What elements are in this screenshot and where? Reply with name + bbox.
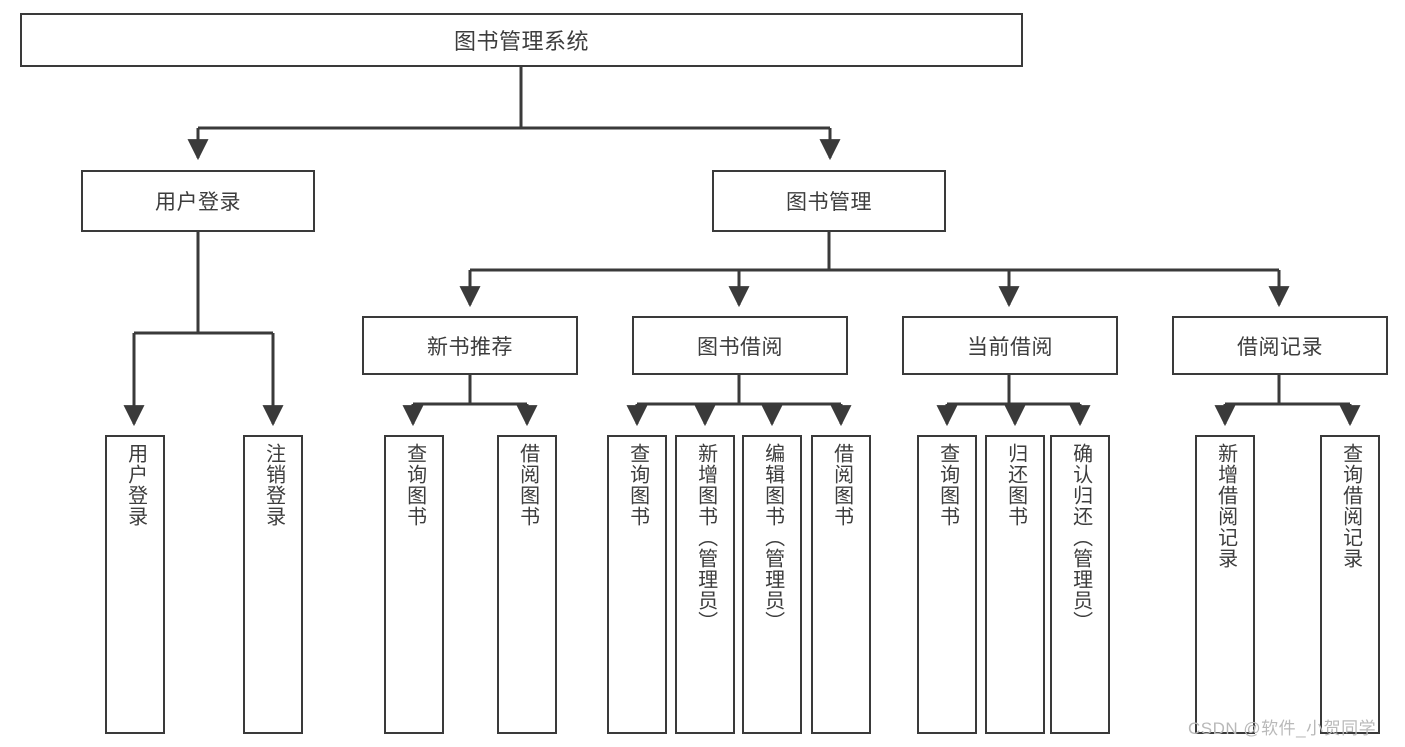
leaf-label: 查询图书	[403, 443, 426, 527]
leaf-confirm-return[interactable]: 确认归还（管理员）	[1050, 435, 1110, 734]
node-borrow-record[interactable]: 借阅记录	[1172, 316, 1388, 375]
leaf-query-record[interactable]: 查询借阅记录	[1320, 435, 1380, 734]
leaf-label: 查询图书	[626, 443, 649, 527]
node-label: 用户登录	[155, 191, 241, 214]
leaf-query-book-1[interactable]: 查询图书	[384, 435, 444, 734]
leaf-label: 借阅图书	[830, 443, 853, 527]
leaf-add-book[interactable]: 新增图书（管理员）	[675, 435, 735, 734]
node-book-borrow[interactable]: 图书借阅	[632, 316, 848, 375]
leaf-borrow-book-2[interactable]: 借阅图书	[811, 435, 871, 734]
leaf-label: 归还图书	[1004, 443, 1027, 527]
node-label: 当前借阅	[967, 335, 1053, 359]
node-label: 图书管理	[786, 191, 872, 214]
leaf-label: 用户登录	[124, 443, 147, 527]
watermark: CSDN @软件_小贺同学	[1188, 719, 1377, 738]
node-book-management[interactable]: 图书管理	[712, 170, 946, 232]
node-label: 借阅记录	[1237, 335, 1323, 359]
leaf-query-book-3[interactable]: 查询图书	[917, 435, 977, 734]
leaf-logout-login[interactable]: 注销登录	[243, 435, 303, 734]
leaf-label: 查询图书	[936, 443, 959, 527]
leaf-query-book-2[interactable]: 查询图书	[607, 435, 667, 734]
node-current-borrow[interactable]: 当前借阅	[902, 316, 1118, 375]
leaf-label: 查询借阅记录	[1339, 443, 1362, 569]
leaf-add-record[interactable]: 新增借阅记录	[1195, 435, 1255, 734]
leaf-user-login[interactable]: 用户登录	[105, 435, 165, 734]
leaf-return-book[interactable]: 归还图书	[985, 435, 1045, 734]
node-label: 图书借阅	[697, 335, 783, 359]
node-new-book-recommend[interactable]: 新书推荐	[362, 316, 578, 375]
node-label: 新书推荐	[427, 335, 513, 359]
node-root-system[interactable]: 图书管理系统	[20, 13, 1023, 67]
leaf-label: 新增借阅记录	[1214, 443, 1237, 569]
node-label: 图书管理系统	[453, 29, 589, 54]
leaf-label: 新增图书（管理员）	[694, 443, 717, 632]
leaf-borrow-book-1[interactable]: 借阅图书	[497, 435, 557, 734]
leaf-label: 编辑图书（管理员）	[761, 443, 784, 632]
leaf-edit-book[interactable]: 编辑图书（管理员）	[742, 435, 802, 734]
node-user-login[interactable]: 用户登录	[81, 170, 315, 232]
leaf-label: 注销登录	[262, 443, 285, 527]
leaf-label: 借阅图书	[516, 443, 539, 527]
leaf-label: 确认归还（管理员）	[1069, 443, 1092, 632]
